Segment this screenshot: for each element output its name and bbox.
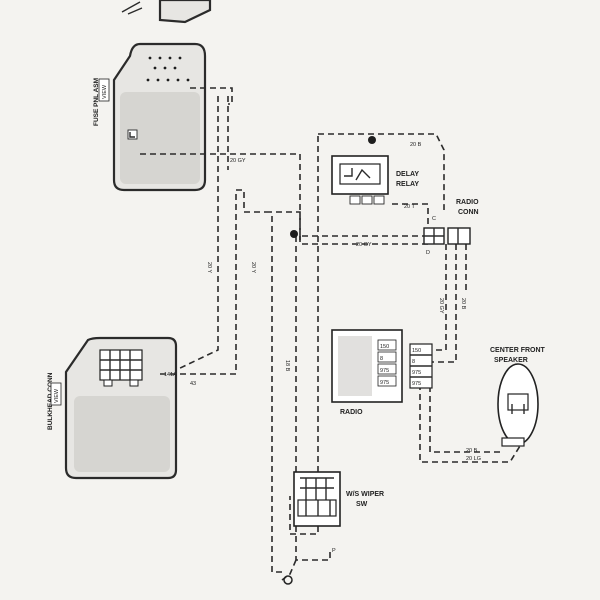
top-partial-component: [121, 0, 212, 24]
svg-text:150: 150: [412, 348, 421, 354]
wire-far-left: [271, 216, 284, 573]
bulkhead-pin2-label: 43: [190, 381, 196, 387]
wire-fuse-out: [190, 87, 233, 105]
ground-terminal: [283, 575, 293, 585]
fuse-tap-terminal: [127, 129, 138, 140]
fuse-panel-label-text: FUSE PNL ASM: [93, 78, 100, 126]
label-speaker-lg: 20 LG: [466, 456, 481, 462]
wire-left-vertical: [175, 96, 219, 371]
bulkhead-label-text: BULKHEAD CONN: [47, 372, 54, 430]
radio-block: 150 8 975 975 RADIO 150 8 975 975: [331, 329, 433, 416]
label-vertical-left: 20 Y: [206, 262, 212, 274]
wiper-label-1: W/S WIPER: [346, 491, 384, 498]
wire-right-gy: [432, 244, 447, 351]
wiper-label-2: SW: [356, 501, 368, 508]
wire-gy-lower: [299, 236, 428, 245]
svg-text:975: 975: [412, 370, 421, 376]
bulkhead-pin-grid: [99, 349, 143, 387]
wiper-switch-block: W/S WIPER SW: [293, 471, 384, 527]
label-top-loop: 20 B: [410, 142, 422, 148]
radio-pin-4: 975: [380, 380, 389, 386]
wire-fuse-gy: [140, 153, 301, 240]
label-vertical-left-b: 20 Y: [250, 262, 256, 274]
fuse-panel-block: [112, 42, 207, 192]
radio-conn-label-2: CONN: [458, 209, 479, 216]
delay-relay-label-1: DELAY: [396, 171, 419, 178]
wire-labels: 20 GY 20 B 20 T 20 GY 20 Y 20 Y 18 B 20 …: [206, 142, 481, 554]
wire-speaker-lg: [419, 384, 521, 463]
label-right-b: 20 B: [460, 298, 466, 310]
speaker-label-1: CENTER FRONT: [490, 347, 546, 354]
fuse-panel-view-tag: VIEW: [98, 78, 110, 102]
label-conn-d: D: [426, 250, 430, 256]
wire-left-loop: [289, 136, 319, 535]
radio-connector-block: RADIO CONN: [423, 199, 479, 245]
wire-ground: [281, 559, 297, 581]
bulkhead-pin-label: 141A: [164, 372, 177, 378]
center-speaker-block: CENTER FRONT SPEAKER: [490, 347, 546, 447]
label-speaker-b: 20 B: [466, 448, 478, 454]
svg-text:VIEW: VIEW: [102, 84, 108, 99]
radio-label: RADIO: [340, 409, 363, 416]
wire-gy-to-conn: [266, 211, 428, 237]
label-relay-out: 20 T: [404, 204, 416, 210]
label-vertical-mid: 18 B: [284, 360, 290, 372]
label-conn-c: C: [432, 216, 436, 222]
wire-y-path: [160, 189, 266, 375]
radio-pin-3: 975: [380, 368, 389, 374]
wire-right-b: [432, 244, 457, 363]
speaker-label-2: SPEAKER: [494, 357, 528, 364]
bulkhead-view-tag: VIEW: [50, 382, 62, 406]
label-radio-gy: 20 GY: [356, 242, 372, 248]
radio-harness-connector: 150 8 975 975: [409, 343, 433, 389]
svg-text:975: 975: [412, 381, 421, 387]
bulkhead-label: BULKHEAD CONN: [47, 372, 54, 430]
splice-top: [368, 136, 376, 144]
wire-wiper-p: [296, 552, 331, 561]
fuse-panel-label: FUSE PNL ASM: [93, 78, 100, 126]
radio-conn-label-1: RADIO: [456, 199, 479, 206]
delay-relay-label-2: RELAY: [396, 181, 419, 188]
wire-speaker-b: [429, 386, 500, 453]
bulkhead-connector-block: [64, 336, 178, 480]
label-right-gy: 20 GY: [438, 298, 444, 314]
radio-pin-1: 150: [380, 344, 389, 350]
svg-text:VIEW: VIEW: [54, 388, 60, 403]
fuse-terminals: [146, 56, 190, 82]
delay-relay-block: DELAY RELAY: [331, 155, 419, 205]
splice-left: [290, 230, 298, 238]
svg-text:8: 8: [412, 359, 415, 365]
radio-pin-2: 8: [380, 356, 383, 362]
wire-top-loop: [318, 133, 445, 210]
label-wiper-p: P: [332, 548, 336, 554]
wire-relay-out: [392, 203, 429, 230]
label-fuse-gy: 20 GY: [230, 158, 246, 164]
